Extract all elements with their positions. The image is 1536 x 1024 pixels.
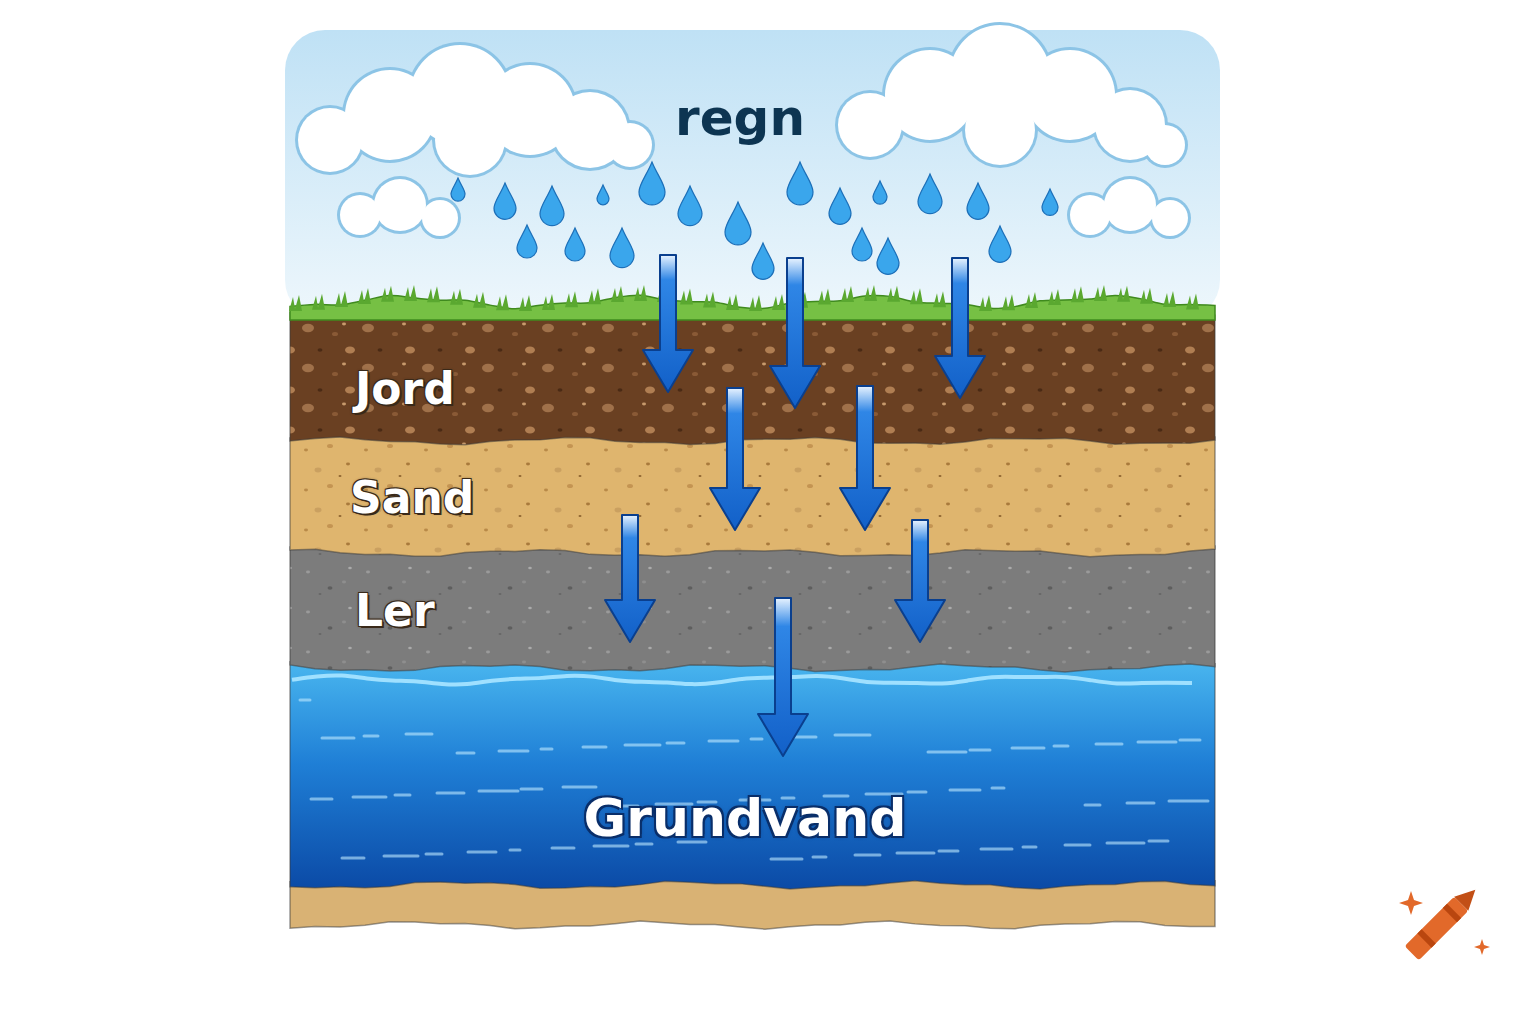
soil-layer: Jord xyxy=(290,312,1215,440)
groundwater-layer: Grundvand xyxy=(290,665,1215,880)
arrow xyxy=(770,258,820,408)
infiltration-arrows xyxy=(605,255,985,756)
crayon-watermark xyxy=(1405,883,1483,961)
cloud xyxy=(835,22,1188,168)
arrow xyxy=(710,388,760,530)
soil-band xyxy=(290,308,1215,445)
arrow xyxy=(758,598,808,756)
sparkle xyxy=(1474,939,1490,955)
rain-label: regn xyxy=(675,89,805,147)
small-cloud xyxy=(1067,176,1191,239)
arrow xyxy=(935,258,985,398)
layer-label: Grundvand xyxy=(584,788,907,848)
water-surface xyxy=(292,675,1192,684)
arrow xyxy=(605,515,655,642)
clay-layer: Ler xyxy=(290,550,1215,665)
grass-tufts xyxy=(289,285,1199,311)
sand-layer: Sand xyxy=(290,440,1215,550)
layer-label: Ler xyxy=(355,585,435,636)
layer-label: Sand xyxy=(350,472,474,523)
groundwater-band xyxy=(290,661,1215,889)
cloud xyxy=(295,42,655,178)
sky xyxy=(285,30,1220,320)
sparkle xyxy=(1399,891,1423,915)
clay-band xyxy=(290,546,1215,672)
arrow xyxy=(840,386,890,530)
arrow xyxy=(643,255,693,392)
arrow xyxy=(895,520,945,642)
water-ripples xyxy=(300,700,1208,859)
small-cloud xyxy=(337,176,461,239)
layer-label: Jord xyxy=(355,363,455,414)
